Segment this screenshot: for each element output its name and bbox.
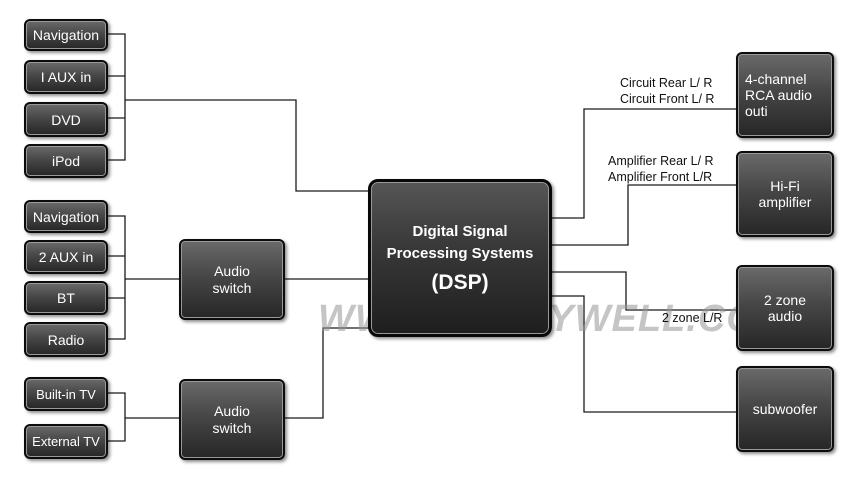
source-label: External TV — [32, 434, 100, 449]
source-ipod[interactable]: iPod — [24, 144, 108, 178]
output-label: 4-channel RCA audio outi — [745, 71, 812, 119]
source-label: Navigation — [32, 27, 100, 43]
source-label: 2 AUX in — [38, 249, 94, 265]
output-rca[interactable]: 4-channel RCA audio outi — [736, 52, 834, 138]
source-label: Navigation — [32, 208, 100, 225]
source-navigation-2[interactable]: Navigation — [24, 200, 108, 233]
source-label: Built-in TV — [36, 386, 96, 402]
signal-label: Amplifier Front L/R — [608, 170, 713, 184]
output-hifi[interactable]: Hi-Fi amplifier — [736, 151, 834, 237]
source-aux-2[interactable]: 2 AUX in — [24, 240, 108, 274]
dsp-title-line1: Digital Signal — [412, 223, 508, 240]
wire-dsp-to-rca — [550, 108, 738, 219]
wire-dsp-to-hifi — [550, 184, 738, 246]
dsp-title-line2: Processing Systems — [386, 245, 534, 262]
source-label: BT — [57, 290, 75, 306]
bracket-group1 — [106, 33, 126, 161]
source-label: I AUX in — [40, 69, 92, 85]
source-builtin-tv[interactable]: Built-in TV — [24, 377, 108, 411]
output-subwoofer[interactable]: subwoofer — [736, 366, 834, 452]
audio-switch-2[interactable]: Audio switch — [179, 379, 285, 460]
signal-label: Amplifier Rear L/ R — [608, 154, 714, 168]
dsp-box[interactable]: Digital Signal Processing Systems (DSP) — [368, 179, 552, 337]
bracket-group3 — [106, 392, 126, 442]
source-label: DVD — [51, 111, 81, 128]
output-label: Hi-Fi amplifier — [758, 178, 812, 210]
output-label: subwoofer — [752, 401, 818, 417]
source-label: iPod — [51, 153, 81, 169]
audio-switch-label: Audio switch — [212, 262, 252, 296]
audio-switch-1[interactable]: Audio switch — [179, 239, 285, 320]
output-label: 2 zone audio — [763, 292, 807, 324]
signal-label: 2 zone L/R — [662, 311, 723, 325]
source-label: Radio — [47, 331, 85, 348]
dsp-title-line3: (DSP) — [431, 271, 489, 294]
wire-switch2-to-dsp — [283, 327, 370, 419]
source-dvd[interactable]: DVD — [24, 102, 108, 137]
signal-label: Circuit Front L/ R — [620, 92, 715, 106]
source-navigation-1[interactable]: Navigation — [24, 19, 108, 51]
signal-label: Circuit Rear L/ R — [620, 76, 713, 90]
output-2-zone[interactable]: 2 zone audio — [736, 265, 834, 351]
source-bt[interactable]: BT — [24, 281, 108, 315]
bracket-group2 — [106, 215, 126, 340]
wire-dsp-to-zone — [550, 271, 738, 311]
wire-dsp-to-sub — [550, 295, 738, 413]
source-aux-1[interactable]: I AUX in — [24, 60, 108, 94]
audio-switch-label: Audio switch — [212, 402, 252, 436]
source-radio[interactable]: Radio — [24, 322, 108, 357]
wire-group1-to-dsp — [125, 99, 370, 192]
source-external-tv[interactable]: External TV — [24, 424, 108, 459]
